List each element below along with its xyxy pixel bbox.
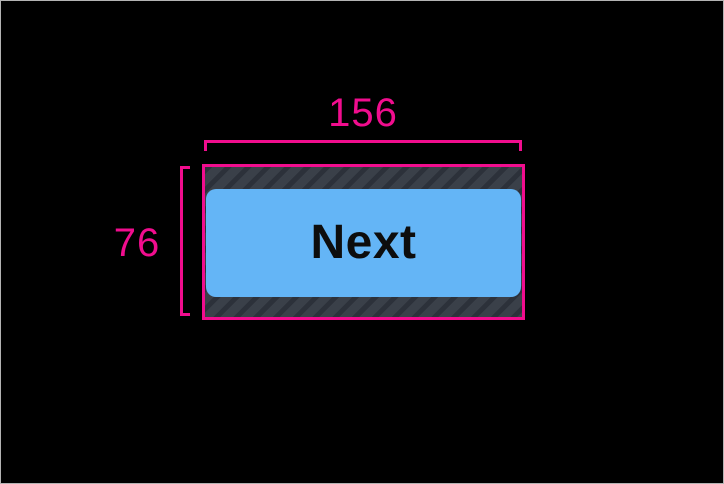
width-dimension-label: 156	[328, 91, 398, 135]
next-button[interactable]: Next	[206, 189, 521, 297]
width-dimension-bracket	[204, 140, 522, 151]
height-dimension-label: 76	[113, 221, 161, 265]
touch-target-outline: Next	[202, 164, 525, 320]
height-dimension-bracket	[180, 166, 190, 316]
next-button-label: Next	[310, 216, 417, 269]
